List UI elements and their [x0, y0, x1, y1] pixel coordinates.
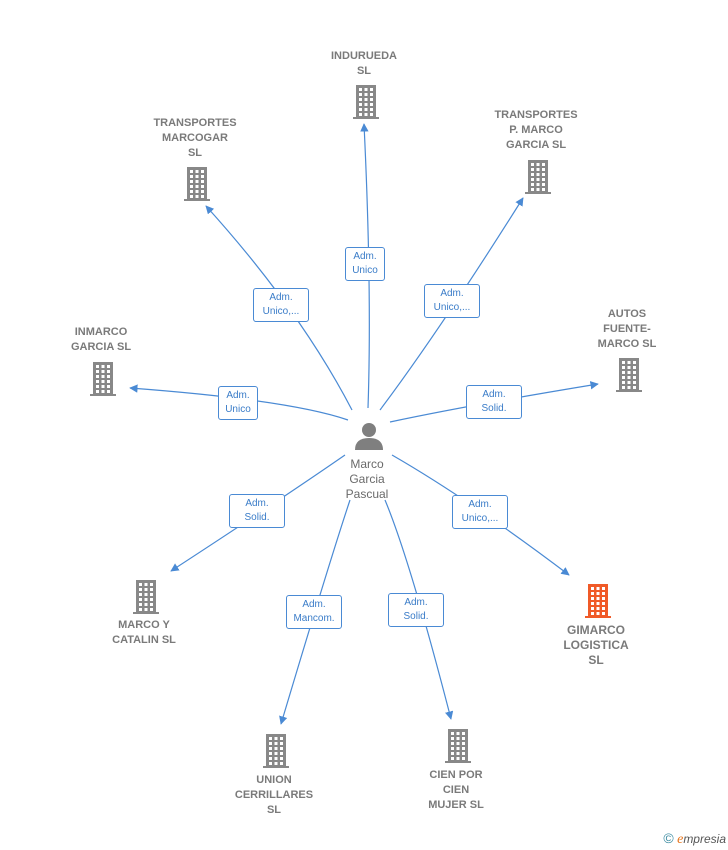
edge-union-cerrillares: [279, 499, 351, 725]
edge-cien-por-cien: [384, 499, 454, 720]
edge-label-transportes-marcogar[interactable]: Adm. Unico,...: [253, 288, 309, 322]
company-name-indurueda[interactable]: INDURUEDA SL: [331, 50, 397, 77]
company-name-gimarco[interactable]: GIMARCO LOGISTICA SL: [563, 622, 629, 667]
company-name-autos-fuente-marco[interactable]: AUTOS FUENTE- MARCO SL: [597, 307, 657, 350]
edge-label-indurueda[interactable]: Adm. Unico: [345, 247, 385, 281]
company-name-marco-y-catalin[interactable]: MARCO Y CATALIN SL: [112, 619, 176, 646]
company-name-transportes-marcogar[interactable]: TRANSPORTES MARCOGAR SL: [153, 116, 237, 159]
edge-label-transportes-p-marco[interactable]: Adm. Unico,...: [424, 284, 480, 318]
building-icon-inmarco[interactable]: [90, 362, 116, 396]
edge-inmarco: [129, 384, 349, 421]
building-icon-cien-por-cien[interactable]: [445, 729, 471, 763]
footer-brand: © empresia: [663, 830, 726, 848]
building-icon-indurueda[interactable]: [353, 85, 379, 119]
copyright-icon: ©: [663, 830, 674, 846]
company-name-cien-por-cien[interactable]: CIEN POR CIEN MUJER SL: [428, 768, 484, 811]
building-icon-gimarco[interactable]: [585, 584, 611, 618]
edge-label-gimarco[interactable]: Adm. Unico,...: [452, 495, 508, 529]
building-icon-transportes-marcogar[interactable]: [184, 167, 210, 201]
center-person-name[interactable]: Marco Garcia Pascual: [345, 457, 389, 501]
edge-label-marco-y-catalin[interactable]: Adm. Solid.: [229, 494, 285, 528]
building-icon-autos-fuente-marco[interactable]: [616, 358, 642, 392]
company-name-inmarco[interactable]: INMARCO GARCIA SL: [70, 326, 132, 353]
edge-label-inmarco[interactable]: Adm. Unico: [218, 386, 258, 420]
building-icon-union-cerrillares[interactable]: [263, 734, 289, 768]
company-name-transportes-p-marco[interactable]: TRANSPORTES P. MARCO GARCIA SL: [494, 108, 578, 151]
brand-initial: e: [677, 832, 684, 847]
edge-label-cien-por-cien[interactable]: Adm. Solid.: [388, 593, 444, 627]
company-name-union-cerrillares[interactable]: UNION CERRILLARES SL: [234, 773, 314, 816]
edge-label-union-cerrillares[interactable]: Adm. Mancom.: [286, 595, 342, 629]
brand-name: mpresia: [683, 832, 726, 846]
edge-label-autos-fuente-marco[interactable]: Adm. Solid.: [466, 385, 522, 419]
building-icon-marco-y-catalin[interactable]: [133, 580, 159, 614]
building-icon-transportes-p-marco[interactable]: [525, 160, 551, 194]
person-icon[interactable]: [355, 423, 383, 450]
